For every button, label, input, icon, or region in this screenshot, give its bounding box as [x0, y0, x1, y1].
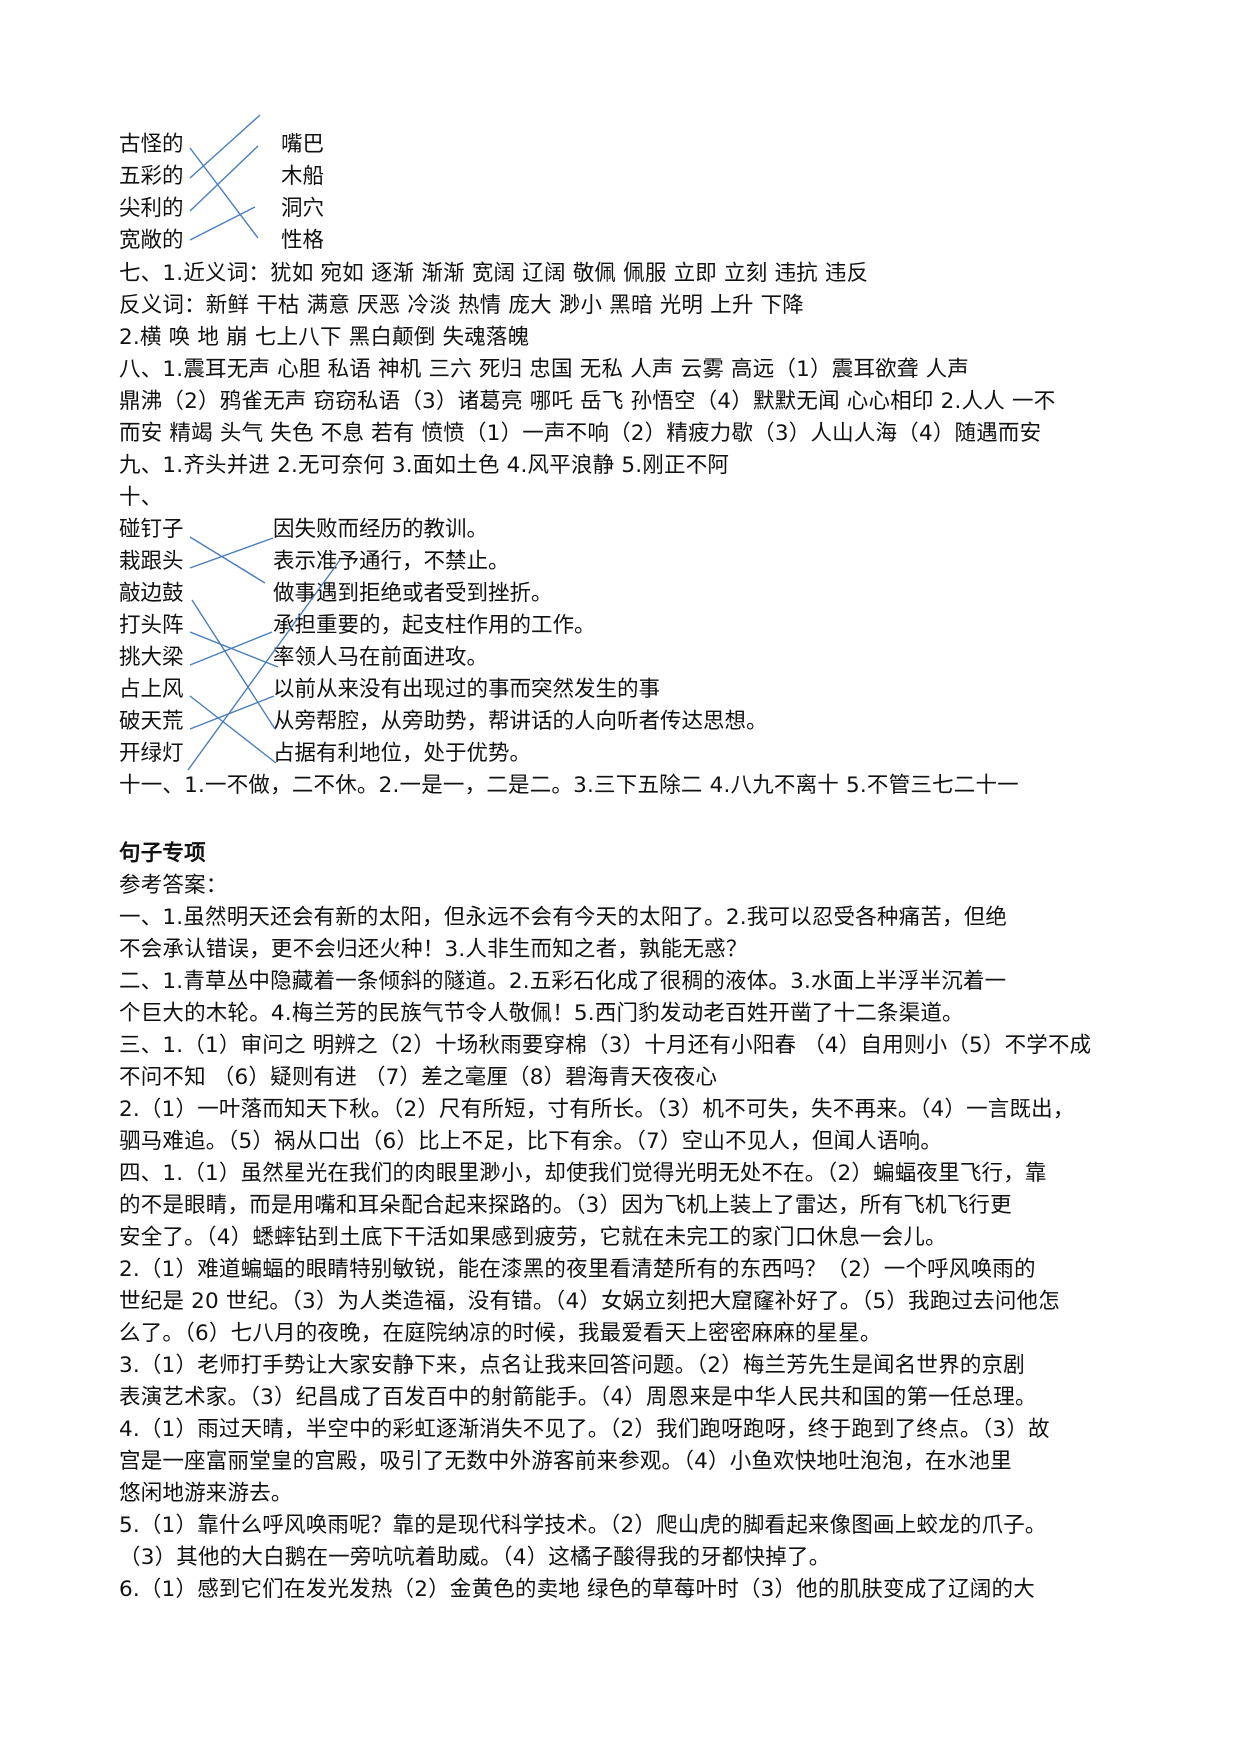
- sec10-left-6: 破天荒: [119, 709, 184, 734]
- answer-line: （3）其他的大白鹅在一旁吭吭着助威。（4）这橘子酸得我的牙都快掉了。: [119, 1545, 831, 1570]
- answer-line: 不会承认错误，更不会归还火种！3.人非生而知之者，孰能无惑？: [119, 937, 748, 962]
- answer-line: 一、1.虽然明天还会有新的太阳，但永远不会有今天的太阳了。2.我可以忍受各种痛苦…: [119, 905, 1008, 930]
- sec10-left-7: 开绿灯: [119, 741, 184, 766]
- match1-left-2: 尖利的: [119, 196, 184, 221]
- answer-line: 5.（1）靠什么呼风唤雨呢？靠的是现代科学技术。（2）爬山虎的脚看起来像图画上蛟…: [119, 1513, 1047, 1538]
- sec10-right-4: 率领人马在前面进攻。: [273, 645, 489, 670]
- sec10-right-0: 因失败而经历的教训。: [273, 517, 489, 542]
- sec7-line-1: 七、1.近义词：犹如 宛如 逐渐 渐渐 宽阔 辽阔 敬佩 佩服 立即 立刻 违抗…: [119, 261, 869, 286]
- section-title: 句子专项: [119, 841, 206, 866]
- answer-line: 的不是眼睛，而是用嘴和耳朵配合起来探路的。（3）因为飞机上装上了雷达，所有飞机飞…: [119, 1193, 1012, 1218]
- sec8-line-2: 鼎沸（2）鸦雀无声 窃窃私语（3）诸葛亮 哪吒 岳飞 孙悟空（4）默默无闻 心心…: [119, 389, 1056, 414]
- answer-line: 个巨大的木轮。4.梅兰芳的民族气节令人敬佩！5.西门豹发动老百姓开凿了十二条渠道…: [119, 1001, 964, 1026]
- sec10-left-1: 栽跟头: [119, 549, 184, 574]
- match1-left-1: 五彩的: [119, 164, 184, 189]
- sec10-right-3: 承担重要的，起支柱作用的工作。: [273, 613, 596, 638]
- answer-line: 2.（1）难道蝙蝠的眼睛特别敏锐，能在漆黑的夜里看清楚所有的东西吗？（2）一个呼…: [119, 1257, 1036, 1282]
- sec10-left-5: 占上风: [119, 677, 184, 702]
- answer-line: 宫是一座富丽堂皇的宫殿，吸引了无数中外游客前来参观。（4）小鱼欢快地吐泡泡，在水…: [119, 1449, 1012, 1474]
- answer-line: 二、1.青草丛中隐藏着一条倾斜的隧道。2.五彩石化成了很稠的液体。3.水面上半浮…: [119, 969, 1007, 994]
- answer-line: 么了。（6）七八月的夜晚，在庭院纳凉的时候，我最爱看天上密密麻麻的星星。: [119, 1321, 882, 1346]
- sec10-right-6: 从旁帮腔，从旁助势，帮讲话的人向听者传达思想。: [273, 709, 768, 734]
- answer-line: 安全了。（4）蟋蟀钻到土底下干活如果感到疲劳，它就在未完工的家门口休息一会儿。: [119, 1225, 947, 1250]
- sec8-line-1: 八、1.震耳无声 心胆 私语 神机 三六 死归 忠国 无私 人声 云雾 高远（1…: [119, 357, 969, 382]
- answer-line: 三、1.（1）审问之 明辨之（2）十场秋雨要穿棉（3）十月还有小阳春 （4）自用…: [119, 1033, 1092, 1058]
- sec10-right-5: 以前从来没有出现过的事而突然发生的事: [273, 677, 661, 702]
- match1-right-0: 嘴巴: [281, 132, 325, 157]
- sec10-left-2: 敲边鼓: [119, 581, 184, 606]
- sec10-left-4: 挑大梁: [119, 645, 184, 670]
- sec10-left-0: 碰钉子: [119, 517, 184, 542]
- sec7-line-3: 2.横 唤 地 崩 七上八下 黑白颠倒 失魂落魄: [119, 325, 530, 350]
- sec10-right-1: 表示准予通行，不禁止。: [273, 549, 510, 574]
- answer-line: 2.（1）一叶落而知天下秋。（2）尺有所短，寸有所长。（3）机不可失，失不再来。…: [119, 1097, 1075, 1122]
- answer-line: 4.（1）雨过天晴，半空中的彩虹逐渐消失不见了。（2）我们跑呀跑呀，终于跑到了终…: [119, 1417, 1050, 1442]
- answer-line: 驷马难追。（5）祸从口出（6）比上不足，比下有余。（7）空山不见人，但闻人语响。: [119, 1129, 943, 1154]
- sec9-line-1: 九、1.齐头并进 2.无可奈何 3.面如土色 4.风平浪静 5.刚正不阿: [119, 453, 730, 478]
- sec11-line-1: 十一、1.一不做，二不休。2.一是一，二是二。3.三下五除二 4.八九不离十 5…: [119, 773, 1019, 798]
- sec10-right-7: 占据有利地位，处于优势。: [273, 741, 532, 766]
- answer-line: 3.（1）老师打手势让大家安静下来，点名让我来回答问题。（2）梅兰芳先生是闻名世…: [119, 1353, 1025, 1378]
- answer-line: 悠闲地游来游去。: [119, 1481, 293, 1506]
- sec8-line-3: 而安 精竭 头气 失色 不息 若有 愤愤（1）一声不响（2）精疲力歇（3）人山人…: [119, 421, 1042, 446]
- sec10-right-2: 做事遇到拒绝或者受到挫折。: [273, 581, 553, 606]
- match1-right-1: 木船: [281, 164, 325, 189]
- answer-line: 世纪是 20 世纪。（3）为人类造福，没有错。（4）女娲立刻把大窟窿补好了。（5…: [119, 1289, 1060, 1314]
- match1-left-3: 宽敞的: [119, 228, 184, 253]
- section-subtitle: 参考答案：: [119, 873, 228, 898]
- match1-right-2: 洞穴: [281, 196, 325, 221]
- answer-line: 四、1.（1）虽然星光在我们的肉眼里渺小，却使我们觉得光明无处不在。（2）蝙蝠夜…: [119, 1161, 1047, 1186]
- answer-line: 表演艺术家。（3）纪昌成了百发百中的射箭能手。（4）周恩来是中华人民共和国的第一…: [119, 1385, 1037, 1410]
- answer-line: 不问不知 （6）疑则有进 （7）差之毫厘（8）碧海青天夜夜心: [119, 1065, 718, 1090]
- sec7-line-2: 反义词：新鲜 干枯 满意 厌恶 冷淡 热情 庞大 渺小 黑暗 光明 上升 下降: [119, 293, 804, 318]
- sec10-left-3: 打头阵: [119, 613, 184, 638]
- sec10-heading: 十、: [119, 485, 163, 510]
- match1-left-0: 古怪的: [119, 132, 184, 157]
- answer-line: 6.（1）感到它们在发光发热（2）金黄色的卖地 绿色的草莓叶时（3）他的肌肤变成…: [119, 1577, 1035, 1602]
- match1-right-3: 性格: [281, 228, 325, 253]
